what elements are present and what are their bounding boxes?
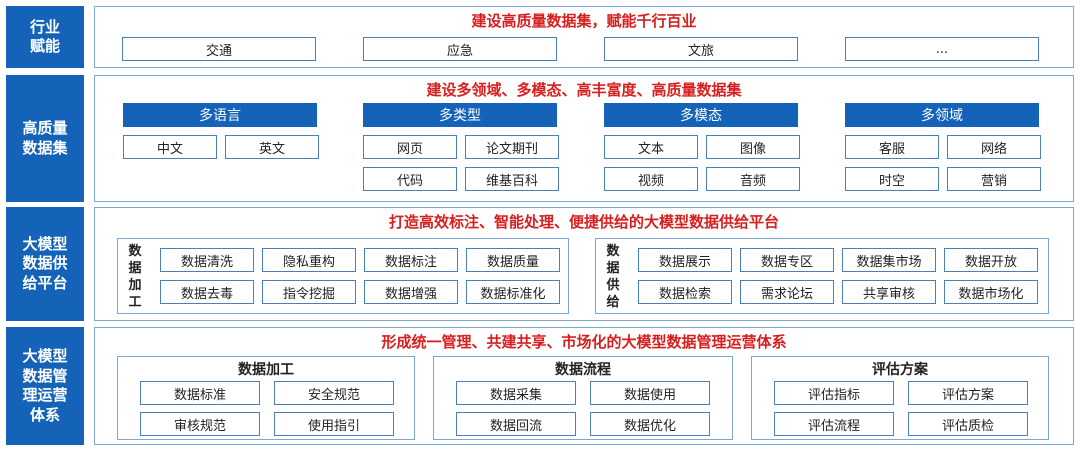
platform-item: 数据标注 (364, 248, 458, 272)
supply-group: 数 据 供 给 数据展示 数据专区 数据集市场 数据开放 数据检索 需求论坛 共… (595, 238, 1049, 314)
industry-item: 文旅 (604, 37, 798, 61)
industry-item: 交通 (122, 37, 316, 61)
row-industry: 行业 赋能 建设高质量数据集，赋能千行百业 交通 应急 文旅 ... (6, 6, 1074, 68)
management-item: 评估质检 (908, 412, 1028, 436)
row-platform: 大模型 数据供 给平台 打造高效标注、智能处理、便捷供给的大模型数据供给平台 数… (6, 207, 1074, 321)
row-title: 建设多领域、多模态、高丰富度、高质量数据集 (426, 81, 742, 99)
dataset-item: 中文 (123, 135, 217, 159)
platform-item: 数据清洗 (160, 248, 254, 272)
group-label: 数 据 供 给 (606, 244, 620, 310)
industry-item: 应急 (363, 37, 557, 61)
dataset-item: 论文期刊 (465, 135, 559, 159)
row-title: 建设高质量数据集，赋能千行百业 (471, 12, 697, 30)
dataset-item: 客服 (845, 135, 939, 159)
row-panel: 打造高效标注、智能处理、便捷供给的大模型数据供给平台 数 据 加 工 数据清洗 … (94, 207, 1074, 321)
dataset-item: 时空 (845, 167, 939, 191)
group-header: 多语言 (123, 103, 317, 127)
dataset-item: 网页 (363, 135, 457, 159)
row-title: 形成统一管理、共建共享、市场化的大模型数据管理运营体系 (381, 333, 787, 351)
row-title: 打造高效标注、智能处理、便捷供给的大模型数据供给平台 (388, 213, 779, 231)
dataset-item: 代码 (363, 167, 457, 191)
row-management: 大模型 数据管 理运营 体系 形成统一管理、共建共享、市场化的大模型数据管理运营… (6, 327, 1074, 445)
processing-group: 数 据 加 工 数据清洗 隐私重构 数据标注 数据质量 数据去毒 指令挖掘 数据… (117, 238, 569, 314)
industry-item: ... (845, 37, 1039, 61)
management-item: 数据回流 (456, 412, 576, 436)
management-item: 数据标准 (140, 381, 260, 405)
platform-item: 数据去毒 (160, 280, 254, 304)
row-label: 大模型 数据供 给平台 (6, 207, 84, 321)
platform-item: 隐私重构 (262, 248, 356, 272)
group-title: 评估方案 (872, 362, 928, 378)
platform-item: 数据增强 (364, 280, 458, 304)
platform-item: 需求论坛 (740, 280, 834, 304)
dataset-item: 网络 (947, 135, 1041, 159)
platform-item: 数据展示 (638, 248, 732, 272)
platform-item: 数据集市场 (842, 248, 936, 272)
management-group: 数据流程 数据采集 数据使用 数据回流 数据优化 (433, 356, 733, 440)
row-panel: 建设高质量数据集，赋能千行百业 交通 应急 文旅 ... (94, 6, 1074, 68)
group-title: 数据流程 (555, 362, 611, 378)
platform-item: 数据开放 (944, 248, 1038, 272)
management-item: 安全规范 (274, 381, 394, 405)
management-item: 数据采集 (456, 381, 576, 405)
platform-item: 数据市场化 (944, 280, 1038, 304)
management-item: 数据使用 (590, 381, 710, 405)
group-header: 多模态 (604, 103, 798, 127)
dataset-item: 文本 (604, 135, 698, 159)
dataset-item: 营销 (947, 167, 1041, 191)
row-panel: 建设多领域、多模态、高丰富度、高质量数据集 多语言 中文 英文 多类型 网页 论… (94, 75, 1074, 202)
management-group: 数据加工 数据标准 安全规范 审核规范 使用指引 (117, 356, 415, 440)
platform-item: 指令挖掘 (262, 280, 356, 304)
platform-item: 数据专区 (740, 248, 834, 272)
group-header: 多类型 (363, 103, 557, 127)
dataset-item: 图像 (706, 135, 800, 159)
row-panel: 形成统一管理、共建共享、市场化的大模型数据管理运营体系 数据加工 数据标准 安全… (94, 327, 1074, 445)
management-item: 评估流程 (774, 412, 894, 436)
group-title: 数据加工 (238, 362, 294, 378)
platform-item: 数据质量 (466, 248, 560, 272)
row-dataset: 高质量 数据集 建设多领域、多模态、高丰富度、高质量数据集 多语言 中文 英文 … (6, 75, 1074, 202)
dataset-item: 英文 (225, 135, 319, 159)
management-item: 评估方案 (908, 381, 1028, 405)
platform-item: 共享审核 (842, 280, 936, 304)
management-item: 使用指引 (274, 412, 394, 436)
management-item: 数据优化 (590, 412, 710, 436)
platform-item: 数据检索 (638, 280, 732, 304)
row-label: 行业 赋能 (6, 6, 84, 68)
dataset-item: 视频 (604, 167, 698, 191)
row-label: 大模型 数据管 理运营 体系 (6, 327, 84, 445)
management-item: 审核规范 (140, 412, 260, 436)
management-item: 评估指标 (774, 381, 894, 405)
group-header: 多领域 (845, 103, 1039, 127)
management-group: 评估方案 评估指标 评估方案 评估流程 评估质检 (751, 356, 1049, 440)
dataset-item: 音频 (706, 167, 800, 191)
group-label: 数 据 加 工 (128, 244, 142, 310)
row-label: 高质量 数据集 (6, 75, 84, 202)
dataset-item: 维基百科 (465, 167, 559, 191)
platform-item: 数据标准化 (466, 280, 560, 304)
